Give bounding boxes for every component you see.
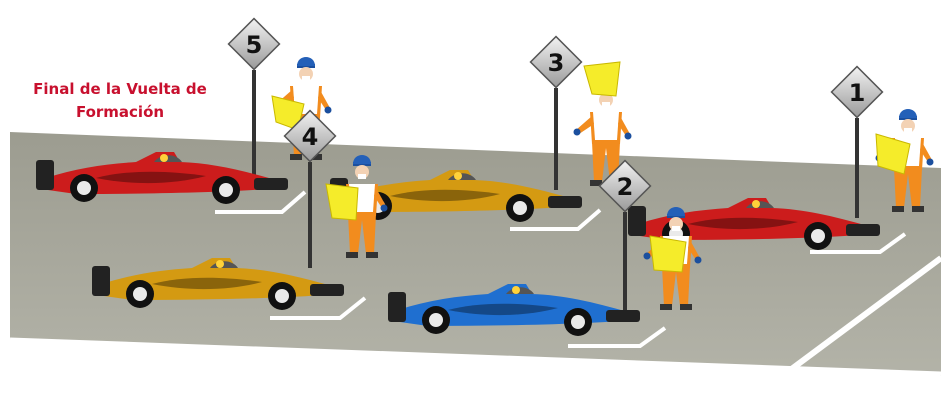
sign-number-2: 2: [617, 173, 634, 201]
diamond-sign-icon-5: 5: [229, 19, 280, 70]
yellow-flag-icon: [650, 236, 686, 272]
sign-number-3: 3: [548, 49, 565, 77]
sign-number-4: 4: [302, 123, 319, 151]
diamond-sign-icon-3: 3: [531, 37, 582, 88]
yellow-flag-icon: [584, 62, 620, 96]
sign-number-5: 5: [246, 31, 263, 59]
sign-number-1: 1: [849, 79, 866, 107]
diamond-sign-icon-1: 1: [832, 67, 883, 118]
